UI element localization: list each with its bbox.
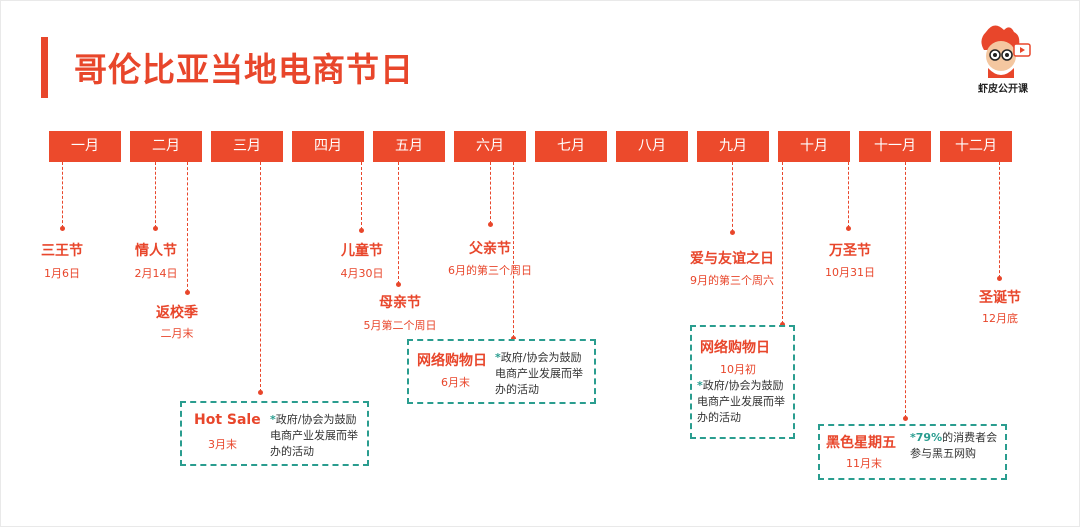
connector-line [782,162,783,324]
logo-text: 虾皮公开课 [978,84,1028,95]
connector-line [260,162,261,392]
connector-dot [780,322,785,327]
box-title: 网络购物日 [417,353,487,369]
connector-dot [488,222,493,227]
box-note: 的消费者会参与黑五网购 [910,431,998,460]
page-title: 哥伦比亚当地电商节日 [74,50,414,89]
event-date: 二月末 [160,327,194,340]
asterisk-mark: * [697,379,703,392]
box-note: 政府/协会为鼓励电商产业发展而举办的活动 [270,413,358,458]
connector-dot [258,390,263,395]
month-jun: 六月 [454,131,526,162]
month-jul: 七月 [535,131,607,162]
connector-dot [359,228,364,233]
month-apr: 四月 [292,131,364,162]
event-date: 5月第二个周日 [363,319,437,332]
connector-dot [60,226,65,231]
shrimp-mascot-logo [981,25,1031,78]
connector-dot [153,226,158,231]
month-may: 五月 [373,131,445,162]
cyber-june-box: 网络购物日 6月末 *政府/协会为鼓励电商产业发展而举办的活动 [407,339,596,404]
connector-dot [511,336,516,341]
event-date: 2月14日 [134,267,178,280]
month-jan: 一月 [49,131,121,162]
connector-line [62,162,63,228]
connector-line [155,162,156,228]
cyber-oct-box: 网络购物日 10月初 *政府/协会为鼓励电商产业发展而举办的活动 [690,325,795,439]
event-date: 12月底 [982,312,1018,325]
event-name: 爱与友谊之日 [690,251,774,267]
hotsale-box: Hot Sale 3月末 *政府/协会为鼓励电商产业发展而举办的活动 [180,401,369,466]
month-aug: 八月 [616,131,688,162]
box-date: 10月初 [720,363,756,376]
box-date: 6月末 [441,376,470,389]
connector-line [398,162,399,284]
connector-line [999,162,1000,278]
month-feb: 二月 [130,131,202,162]
asterisk-mark: * [270,413,276,426]
month-oct: 十月 [778,131,850,162]
connector-dot [185,290,190,295]
connector-line [513,162,514,338]
event-name: 父亲节 [469,241,511,257]
box-date: 3月末 [208,438,237,451]
connector-line [187,162,188,292]
box-date: 11月末 [846,457,882,470]
connector-line [490,162,491,224]
event-date: 6月的第三个周日 [448,264,532,277]
connector-line [732,162,733,232]
asterisk-mark: * [910,431,916,444]
event-name: 母亲节 [379,295,421,311]
month-sep: 九月 [697,131,769,162]
event-date: 10月31日 [825,266,875,279]
connector-line [361,162,362,230]
connector-dot [396,282,401,287]
connector-line [848,162,849,228]
event-name: 返校季 [156,305,198,321]
connector-dot [997,276,1002,281]
connector-dot [730,230,735,235]
black-friday-box: 黑色星期五 11月末 *79%的消费者会参与黑五网购 [818,424,1007,480]
asterisk-mark: * [495,351,501,364]
box-note: 政府/协会为鼓励电商产业发展而举办的活动 [495,351,583,396]
month-mar: 三月 [211,131,283,162]
month-nov: 十一月 [859,131,931,162]
box-note: 政府/协会为鼓励电商产业发展而举办的活动 [697,379,785,424]
event-name: 情人节 [135,243,177,259]
event-date: 9月的第三个周六 [690,274,774,287]
event-name: 万圣节 [829,243,871,259]
event-date: 1月6日 [44,267,80,280]
title-accent-bar [41,37,48,98]
event-name: 三王节 [41,243,83,259]
stat-highlight: 79% [915,431,943,444]
event-name: 儿童节 [341,243,383,259]
connector-dot [846,226,851,231]
month-dec: 十二月 [940,131,1012,162]
connector-line [905,162,906,418]
box-title: Hot Sale [194,412,261,428]
connector-dot [903,416,908,421]
box-title: 网络购物日 [700,340,770,356]
box-title: 黑色星期五 [826,435,896,451]
event-date: 4月30日 [340,267,384,280]
event-name: 圣诞节 [979,290,1021,306]
